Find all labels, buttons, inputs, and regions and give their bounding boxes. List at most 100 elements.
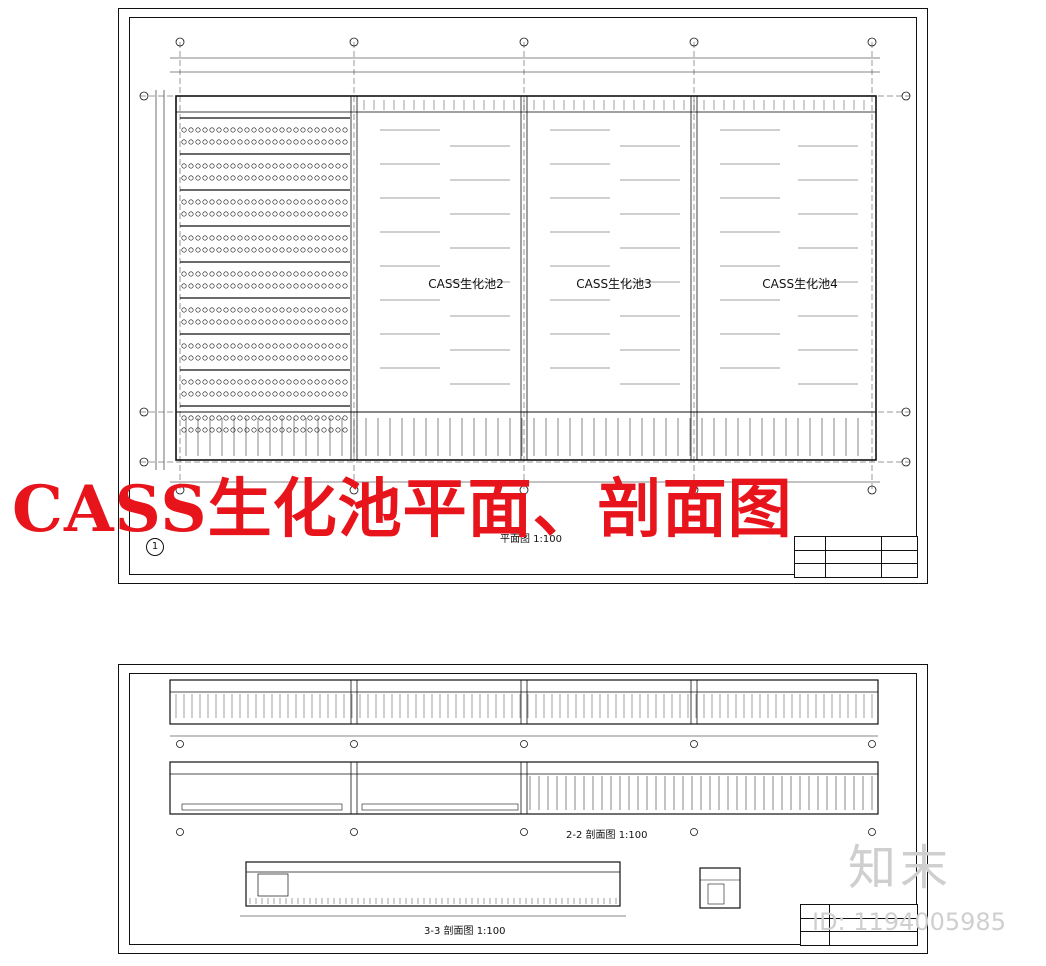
diffuser-head xyxy=(328,271,334,277)
diffuser-head xyxy=(202,199,208,205)
diffuser-head xyxy=(223,271,229,277)
diffuser-head xyxy=(188,415,194,421)
diffuser-head xyxy=(202,235,208,241)
diffuser-head xyxy=(244,307,250,313)
diffuser-head xyxy=(279,355,285,361)
diffuser-head xyxy=(216,379,222,385)
diffuser-head xyxy=(258,175,264,181)
diffuser-head xyxy=(258,307,264,313)
diffuser-head xyxy=(230,307,236,313)
diffuser-head xyxy=(188,247,194,253)
diffuser-head xyxy=(342,391,348,397)
diffuser-head xyxy=(202,319,208,325)
diffuser-head xyxy=(279,283,285,289)
diffuser-head xyxy=(188,199,194,205)
diffuser-head xyxy=(286,427,292,433)
diffuser-head xyxy=(342,163,348,169)
diffuser-head xyxy=(300,199,306,205)
diffuser-head xyxy=(209,355,215,361)
diffuser-head xyxy=(202,307,208,313)
diffuser-head xyxy=(300,247,306,253)
diffuser-head xyxy=(335,343,341,349)
diffuser-head xyxy=(195,415,201,421)
diffuser-head xyxy=(342,247,348,253)
diffuser-head xyxy=(300,355,306,361)
diffuser-head xyxy=(279,199,285,205)
diffuser-head xyxy=(314,379,320,385)
diffuser-head xyxy=(307,319,313,325)
diffuser-head xyxy=(335,415,341,421)
diffuser-head xyxy=(321,415,327,421)
diffuser-head xyxy=(209,127,215,133)
diffuser-head xyxy=(272,247,278,253)
diffuser-head xyxy=(272,307,278,313)
axis-bubble xyxy=(868,740,876,748)
diffuser-head xyxy=(195,175,201,181)
diffuser-head xyxy=(328,307,334,313)
diffuser-head xyxy=(293,391,299,397)
diffuser-head xyxy=(272,235,278,241)
diffuser-head xyxy=(265,379,271,385)
diffuser-head xyxy=(279,175,285,181)
diffuser-head xyxy=(216,163,222,169)
diffuser-head xyxy=(209,415,215,421)
diffuser-head xyxy=(307,271,313,277)
axis-bubble xyxy=(690,828,698,836)
diffuser-head xyxy=(216,355,222,361)
diffuser-head xyxy=(244,163,250,169)
diffuser-head xyxy=(202,163,208,169)
diffuser-head xyxy=(328,235,334,241)
diffuser-head xyxy=(223,355,229,361)
diffuser-head xyxy=(335,283,341,289)
diffuser-head xyxy=(307,175,313,181)
diffuser-head xyxy=(251,391,257,397)
diffuser-head xyxy=(209,427,215,433)
diffuser-head xyxy=(251,127,257,133)
diffuser-head xyxy=(202,427,208,433)
diffuser-head xyxy=(216,139,222,145)
diffuser-head xyxy=(328,391,334,397)
diffuser-head xyxy=(181,343,187,349)
diffuser-head xyxy=(251,415,257,421)
diffuser-head xyxy=(286,235,292,241)
diffuser-head xyxy=(251,175,257,181)
diffuser-head xyxy=(321,175,327,181)
diffuser-head xyxy=(230,283,236,289)
axis-bubble xyxy=(689,37,699,47)
axis-bubble xyxy=(519,37,529,47)
diffuser-head xyxy=(307,211,313,217)
diffuser-head xyxy=(272,283,278,289)
diffuser-head xyxy=(300,379,306,385)
diffuser-head xyxy=(300,415,306,421)
diffuser-head xyxy=(258,235,264,241)
diffuser-head xyxy=(286,175,292,181)
diffuser-head xyxy=(188,163,194,169)
diffuser-head xyxy=(209,343,215,349)
section-title-block xyxy=(800,904,918,946)
diffuser-head xyxy=(286,211,292,217)
diffuser-head xyxy=(321,271,327,277)
section-views xyxy=(169,679,879,917)
diffuser-head xyxy=(195,163,201,169)
diffuser-head xyxy=(223,307,229,313)
diffuser-head xyxy=(251,163,257,169)
diffuser-head xyxy=(195,391,201,397)
diffuser-head xyxy=(223,211,229,217)
section-1-1-wall xyxy=(520,679,528,725)
diffuser-head xyxy=(230,271,236,277)
diffuser-head xyxy=(216,391,222,397)
diffuser-head xyxy=(244,343,250,349)
diffuser-head xyxy=(181,271,187,277)
diffuser-head xyxy=(314,319,320,325)
diffuser-head xyxy=(265,271,271,277)
section-3-3-outline xyxy=(245,861,621,907)
diffuser-head xyxy=(244,199,250,205)
diffuser-head xyxy=(314,199,320,205)
diffuser-head xyxy=(188,139,194,145)
diffuser-head xyxy=(293,247,299,253)
diffuser-head xyxy=(314,127,320,133)
diffuser-head xyxy=(307,247,313,253)
diffuser-head xyxy=(342,307,348,313)
diffuser-head xyxy=(272,127,278,133)
diffuser-head xyxy=(230,427,236,433)
